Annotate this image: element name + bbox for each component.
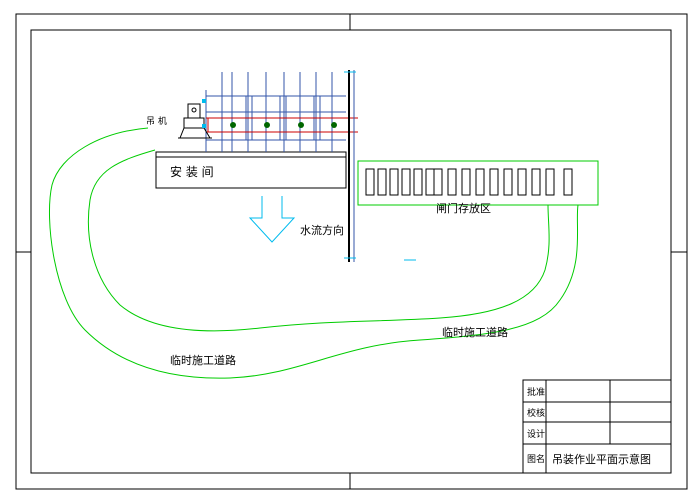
stored-gate-panel xyxy=(545,168,555,196)
crane-marker xyxy=(202,99,206,128)
center-marks xyxy=(16,14,687,489)
temp-road-right-label: 临时施工道路 xyxy=(442,325,508,339)
stored-gate-panel xyxy=(425,168,435,196)
title-row-check: 校核 xyxy=(527,407,545,419)
stored-gate-panel xyxy=(433,168,443,196)
stored-gate-panel xyxy=(531,168,541,196)
install-bay-label: 安 装 间 xyxy=(170,164,214,179)
title-row-approve: 批准 xyxy=(527,386,545,398)
drawing-title: 吊装作业平面示意图 xyxy=(552,452,651,466)
stored-gate-panel xyxy=(365,168,375,196)
stored-gate-panel xyxy=(447,168,457,196)
red-axis-lines xyxy=(206,117,358,133)
title-block xyxy=(522,379,672,474)
title-row-design: 设计 xyxy=(527,428,545,440)
temporary-road-loop xyxy=(48,127,579,379)
stored-gate-panel xyxy=(489,168,499,196)
stored-gate-panel xyxy=(401,168,411,196)
stored-gate-panel xyxy=(461,168,471,196)
stored-gate-panel xyxy=(413,168,423,196)
stored-gate-panel xyxy=(503,168,513,196)
column-markers xyxy=(230,122,337,128)
outer-frame xyxy=(15,13,688,490)
stored-gate-panel xyxy=(377,168,387,196)
crane-icon xyxy=(178,103,212,139)
stored-gate-panel xyxy=(517,168,527,196)
stored-gate-panel xyxy=(389,168,399,196)
stored-gate-panel xyxy=(563,168,573,196)
title-row-drawing-label: 图名 xyxy=(527,453,545,465)
storage-gates xyxy=(365,168,573,196)
flow-direction-arrow xyxy=(248,196,296,243)
storage-area-outline xyxy=(357,160,599,206)
inner-frame xyxy=(30,29,672,474)
dam-structure xyxy=(205,72,346,152)
temporary-road-inner xyxy=(87,149,550,332)
install-bay-box xyxy=(155,151,347,189)
stored-gate-panel xyxy=(475,168,485,196)
flow-direction-label: 水流方向 xyxy=(300,223,344,237)
temp-road-lower-label: 临时施工道路 xyxy=(170,353,236,367)
crane-label: 吊 机 xyxy=(146,115,167,127)
dam-axis-ticks xyxy=(344,71,416,261)
storage-area-label: 闸门存放区 xyxy=(436,201,491,215)
